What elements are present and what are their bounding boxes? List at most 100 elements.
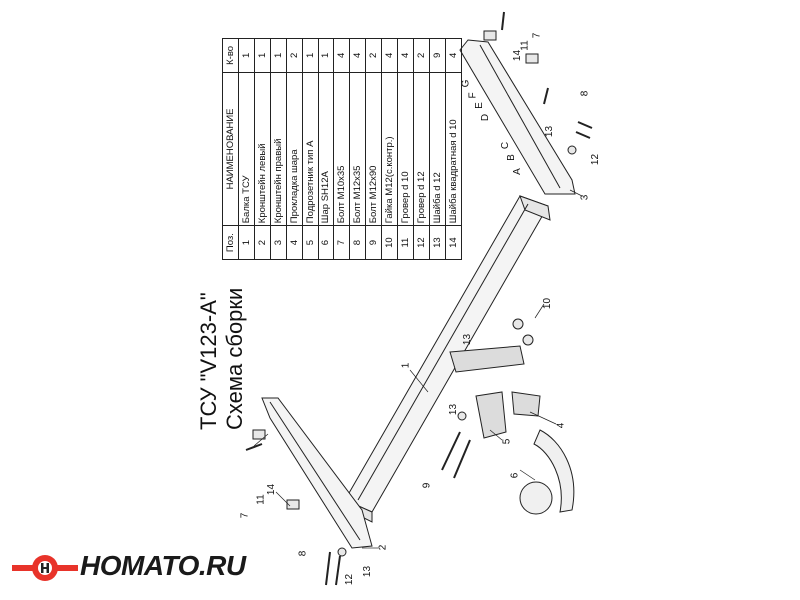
ball-mount (449, 345, 541, 439)
cell-qty: 1 (302, 38, 319, 73)
cell-name: Гайка М12(с.контр.) (381, 72, 398, 226)
callout-13c: 13 (448, 403, 460, 416)
cell-pos: 9 (365, 225, 382, 260)
bolts (245, 11, 593, 586)
cell-pos: 7 (333, 225, 350, 260)
callout-D: D (480, 113, 492, 122)
bracket-right (459, 39, 576, 195)
washers (252, 30, 577, 557)
callout-7a: 7 (239, 512, 251, 519)
callout-2: 2 (377, 544, 389, 551)
cell-qty: 4 (381, 38, 398, 73)
table-header-row: Поз. НАИМЕНОВАНИЕ К-во (222, 38, 239, 260)
callout-13a: 13 (362, 565, 374, 578)
cell-name: Болт М12х90 (365, 72, 382, 226)
cell-qty: 4 (333, 38, 350, 73)
cell-name: Шар SH12A (318, 72, 334, 226)
cell-name: Болт М12х35 (349, 72, 366, 226)
cell-pos: 13 (429, 225, 446, 260)
cell-qty: 1 (238, 38, 255, 73)
cell-qty: 1 (318, 38, 334, 73)
cell-name: Болт М10х35 (333, 72, 350, 226)
cell-name: Балка ТСУ (238, 72, 255, 226)
cell-qty: 2 (365, 38, 382, 73)
callout-8a: 8 (297, 550, 309, 557)
diagram-title: ТСУ "V123-A" Схема сборки (196, 288, 356, 430)
header-pos: Поз. (222, 225, 239, 260)
cell-qty: 4 (349, 38, 366, 73)
header-name: НАИМЕНОВАНИЕ (222, 72, 239, 226)
cell-name: Шайба d 12 (429, 72, 446, 226)
title-line-2: Схема сборки (222, 287, 247, 430)
cell-qty: 9 (429, 38, 446, 73)
callout-F: F (467, 92, 479, 99)
cell-pos: 1 (238, 225, 255, 260)
callout-14a: 14 (266, 483, 278, 496)
cell-qty: 4 (445, 38, 462, 73)
callout-A: A (511, 168, 523, 175)
callout-9: 9 (421, 482, 433, 489)
cell-pos: 12 (413, 225, 430, 260)
cell-qty: 1 (270, 38, 287, 73)
cell-name: Прокладка шара (286, 72, 303, 226)
cell-pos: 4 (286, 225, 303, 260)
callout-8b: 8 (579, 90, 591, 97)
cell-name: Гровер d 10 (397, 72, 414, 226)
callout-E: E (473, 102, 485, 109)
cell-pos: 5 (302, 225, 319, 260)
callout-5: 5 (501, 438, 513, 445)
callout-14b: 14 (512, 49, 524, 62)
header-qty: К-во (222, 38, 239, 73)
cell-pos: 14 (445, 225, 462, 260)
callout-13b: 13 (462, 333, 474, 346)
callout-12a: 12 (344, 573, 356, 586)
callout-C: C (500, 141, 512, 150)
cell-pos: 11 (397, 225, 414, 260)
title-line-1: ТСУ "V123-A" (196, 292, 221, 430)
callout-G: G (460, 79, 472, 88)
cell-qty: 4 (397, 38, 414, 73)
cell-qty: 2 (286, 38, 303, 73)
cell-name: Гровер d 12 (413, 72, 430, 226)
cell-pos: 2 (254, 225, 271, 260)
callout-11a: 11 (255, 494, 267, 505)
brand-logo: HOMATO.RU (12, 548, 246, 588)
callout-7b: 7 (531, 32, 543, 39)
cell-name: Подрозетник тип А (302, 72, 319, 226)
callout-1: 1 (400, 362, 412, 369)
cell-name: Кронштейн правый (270, 72, 287, 226)
logo-text: HOMATO.RU (80, 550, 246, 581)
callout-12b: 12 (590, 153, 602, 166)
callout-6: 6 (509, 472, 521, 479)
callout-3: 3 (579, 194, 591, 201)
cell-pos: 3 (270, 225, 287, 260)
callout-4: 4 (555, 422, 567, 429)
cell-qty: 1 (254, 38, 271, 73)
cell-name: Шайба квадратная d 10 (445, 72, 462, 226)
bracket-left (261, 397, 373, 549)
callout-10: 10 (542, 297, 554, 310)
cell-pos: 10 (381, 225, 398, 260)
cell-pos: 8 (349, 225, 366, 260)
cell-pos: 6 (318, 225, 334, 260)
callout-B: B (505, 154, 517, 161)
homato-logo-icon (12, 555, 78, 581)
leader-lines (253, 189, 583, 549)
tow-ball (519, 429, 575, 515)
cell-qty: 2 (413, 38, 430, 73)
